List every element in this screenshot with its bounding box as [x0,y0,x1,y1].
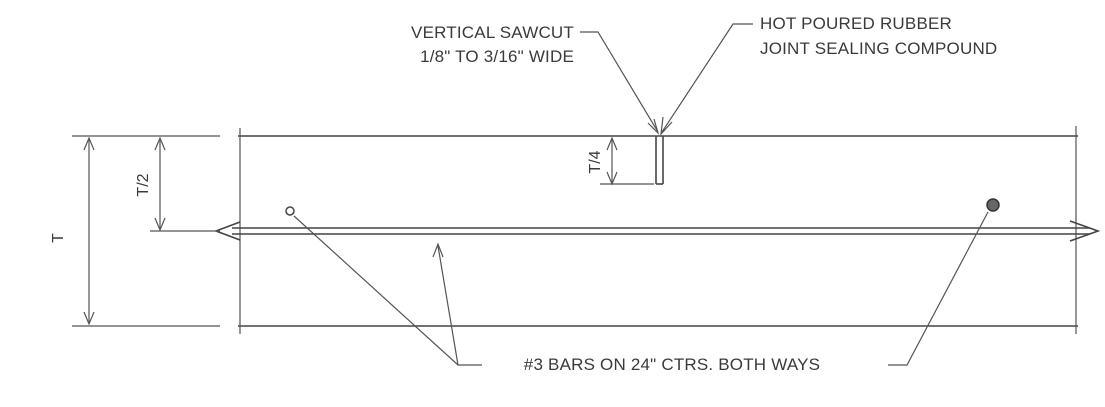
dimension-t-half [150,136,220,232]
leader-sealant [660,23,753,136]
callout-sawcut-line1: VERTICAL SAWCUT [411,23,574,42]
rebar-section-left [285,206,295,216]
slab-section [238,126,1078,334]
leader-sawcut [580,31,660,136]
rebar-longitudinal [213,220,1101,242]
callout-sawcut-line2: 1/8" TO 3/16" WIDE [420,47,574,66]
callout-sealant-line1: HOT POURED RUBBER [760,14,952,33]
rebar-section-right [986,198,1000,212]
dim-label-t-quarter: T/4 [587,150,604,173]
dimension-t [72,135,220,327]
dim-label-t: T [50,233,67,243]
dim-label-t-half: T/2 [135,173,152,196]
sawcut [655,136,664,185]
callout-sealant-line2: JOINT SEALING COMPOUND [760,39,997,58]
leader-bars [293,211,989,366]
callout-bars: #3 BARS ON 24" CTRS. BOTH WAYS [524,355,820,374]
dimension-t-quarter [600,136,654,186]
